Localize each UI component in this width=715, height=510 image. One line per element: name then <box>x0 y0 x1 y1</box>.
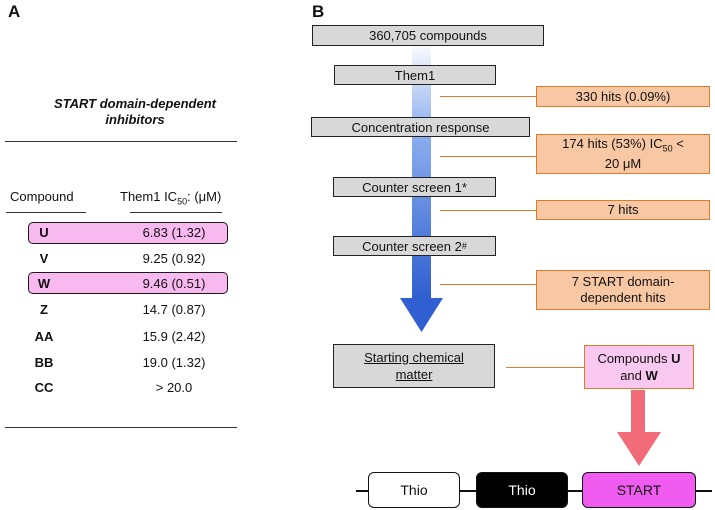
table-row-value: 15.9 (2.42) <box>142 329 206 344</box>
result-7-hits: 7 hits <box>536 200 710 220</box>
table-row-compound: V <box>39 251 49 266</box>
starting-line2: matter <box>395 367 433 382</box>
table-row-value: 9.46 (0.51) <box>142 276 206 291</box>
result-7-start-line1: 7 START domain- <box>571 274 675 289</box>
highlight-row-w <box>28 272 228 294</box>
result-compounds-u-w: Compounds U and W <box>584 345 694 389</box>
column-header-compound: Compound <box>10 189 74 204</box>
header-rule-compound <box>6 212 86 213</box>
table-title: START domain-dependent inhibitors <box>30 96 240 128</box>
step-them1: Them1 <box>334 65 496 85</box>
table-row-value: 19.0 (1.32) <box>142 355 206 370</box>
table-row-value: > 20.0 <box>155 380 193 395</box>
table-row-value: 6.83 (1.32) <box>142 225 206 240</box>
highlight-row-u <box>28 222 228 244</box>
result-330-hits: 330 hits (0.09%) <box>536 86 710 107</box>
header-rule-ic50 <box>130 212 222 213</box>
step-counter-screen-2: Counter screen 2# <box>333 236 496 256</box>
table-bottom-rule <box>5 427 237 428</box>
table-row-value: 14.7 (0.87) <box>142 302 206 317</box>
step-counter-screen-1: Counter screen 1* <box>333 177 496 197</box>
r2-suffix: < <box>672 135 684 151</box>
connector-line <box>440 210 537 211</box>
table-title-line2: inhibitors <box>105 112 165 127</box>
panel-b-label: B <box>312 2 325 21</box>
connector-line <box>440 284 537 285</box>
result-174-line2: 20 μM <box>604 156 642 172</box>
down-arrow-icon <box>617 390 661 466</box>
connector-line <box>440 156 537 157</box>
result-174-hits: 174 hits (53%) IC50 < 20 μM <box>536 134 710 174</box>
starting-line1: Starting chemical <box>364 350 464 365</box>
table-row-compound: Z <box>40 302 48 317</box>
step-starting-chemical-matter: Starting chemical matter <box>333 344 495 388</box>
ic50-unit: : (μM) <box>187 189 222 204</box>
ic50-sub: 50 <box>177 196 188 207</box>
counter2-label: Counter screen 2 <box>362 238 462 254</box>
table-row-compound: BB <box>34 355 54 370</box>
final-and: and <box>620 368 646 383</box>
result-7-start-hits: 7 START domain- dependent hits <box>536 270 710 310</box>
table-row-compound: AA <box>34 329 54 344</box>
connector-line <box>506 367 585 368</box>
result-7-start-line2: dependent hits <box>580 290 666 305</box>
final-line2: and W <box>620 367 658 384</box>
r2-prefix: 174 hits (53%) IC <box>562 135 663 151</box>
final-prefix: Compounds <box>597 351 672 366</box>
thio-domain-1: Thio <box>368 472 460 508</box>
thio-domain-2: Thio <box>476 472 568 508</box>
r2-sub: 50 <box>662 143 673 154</box>
table-title-line1: START domain-dependent <box>53 96 217 111</box>
panel-a-label: A <box>8 2 21 21</box>
step-compounds: 360,705 compounds <box>312 25 544 46</box>
flow-arrow-icon <box>400 40 443 332</box>
final-u: U <box>671 351 681 366</box>
final-line1: Compounds U <box>597 350 680 367</box>
result-174-line1: 174 hits (53%) IC50 < <box>562 136 684 157</box>
ic50-label: Them1 IC <box>120 189 178 204</box>
counter2-sup: # <box>461 241 467 251</box>
table-row-value: 9.25 (0.92) <box>142 251 206 266</box>
table-row-compound: U <box>39 225 49 240</box>
column-header-ic50: Them1 IC50: (μM) <box>120 189 221 207</box>
table-row-compound: CC <box>34 380 54 395</box>
step-concentration-response: Concentration response <box>311 117 530 137</box>
table-top-rule <box>5 141 237 142</box>
start-domain: START <box>582 472 696 508</box>
connector-line <box>440 96 537 97</box>
table-row-compound: W <box>37 276 51 291</box>
final-w: W <box>645 368 658 383</box>
